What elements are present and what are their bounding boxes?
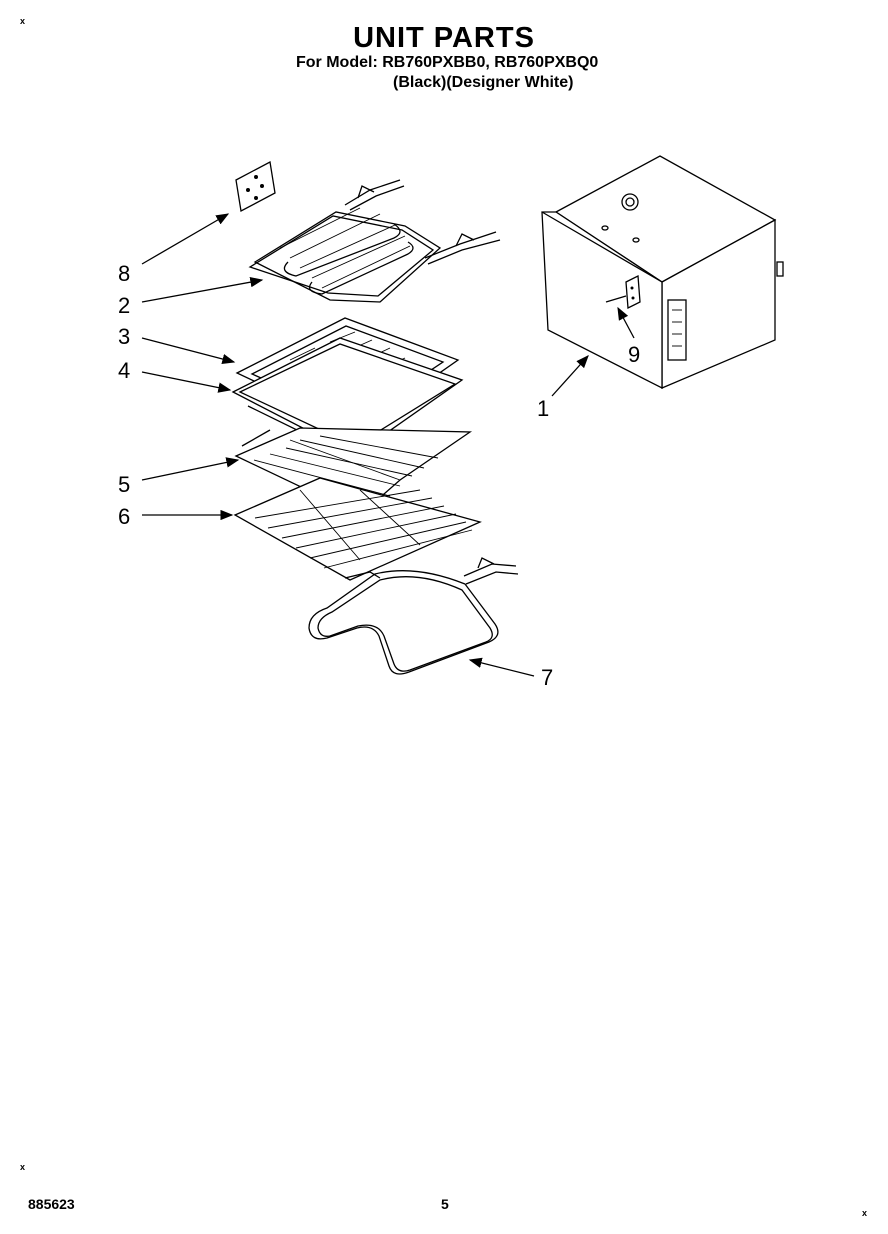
- leader-2: [141, 276, 264, 303]
- leader-4: [141, 371, 232, 393]
- callout-1: 1: [537, 396, 549, 421]
- registration-mark-top-left: x: [20, 16, 26, 26]
- part-2-broil-element: [248, 179, 501, 303]
- leader-9: [617, 306, 635, 339]
- callout-7: 7: [541, 665, 553, 690]
- callout-2: 2: [118, 293, 130, 318]
- leader-7: [468, 657, 535, 677]
- callout-8: 8: [118, 261, 130, 286]
- part-6-oven-rack: [233, 477, 482, 581]
- leader-3: [141, 337, 236, 365]
- page-number: 5: [441, 1196, 449, 1212]
- part-9-bracket: [605, 274, 641, 310]
- callout-5: 5: [118, 472, 130, 497]
- registration-mark-bottom-left: x: [20, 1162, 26, 1172]
- leader-1: [551, 355, 589, 397]
- part-7-bake-element: [308, 557, 519, 675]
- callout-9: 9: [628, 342, 640, 367]
- callout-4: 4: [118, 358, 130, 383]
- registration-mark-bottom-right: x: [862, 1208, 868, 1218]
- part-1-oven-cavity: [541, 155, 784, 390]
- leader-5: [141, 457, 240, 481]
- page-title: UNIT PARTS: [353, 22, 535, 54]
- leader-8: [141, 213, 230, 265]
- color-line: (Black)(Designer White): [393, 74, 574, 91]
- document-number: 885623: [28, 1196, 75, 1212]
- model-line: For Model: RB760PXBB0, RB760PXBQ0: [296, 54, 599, 71]
- part-8-terminal-plate: [235, 161, 276, 212]
- callout-6: 6: [118, 504, 130, 529]
- callout-3: 3: [118, 324, 130, 349]
